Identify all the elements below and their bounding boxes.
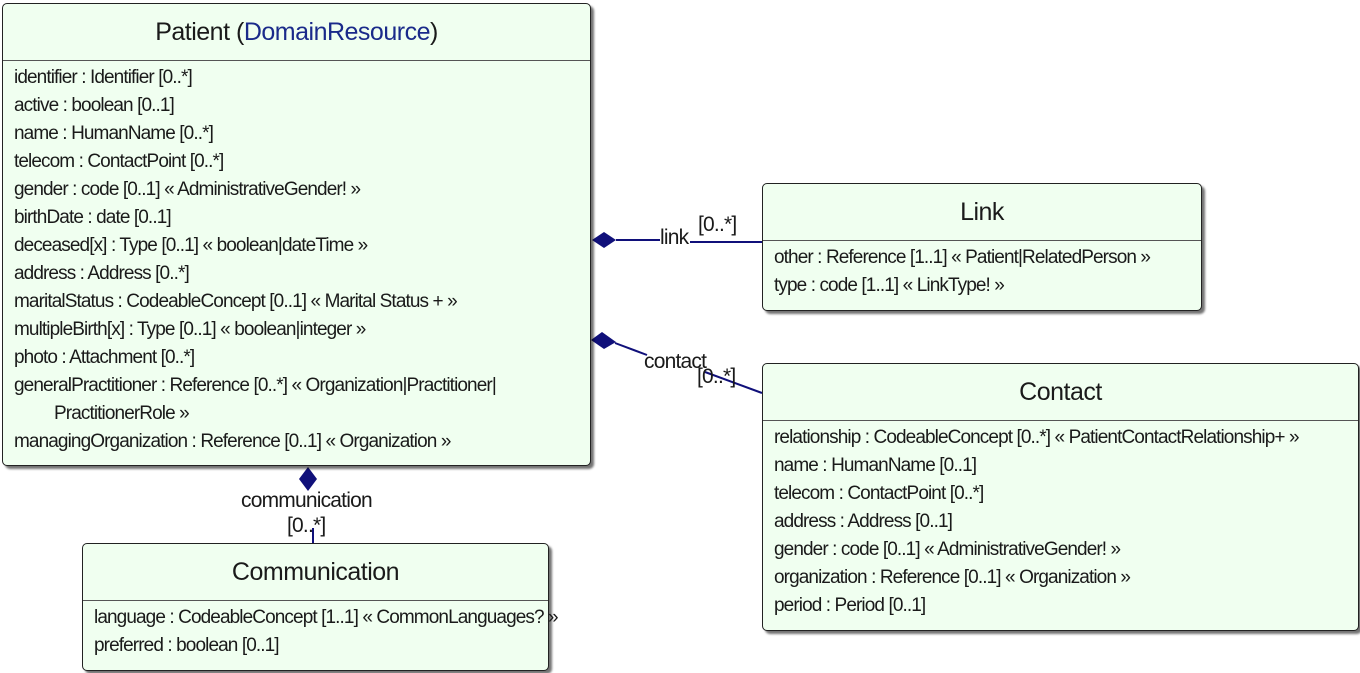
communication-class: Communication language : CodeableConcept… xyxy=(82,543,559,671)
attribute: telecom : ContactPoint [0..*] xyxy=(774,483,984,504)
communication-cardinality-label: [0..*] xyxy=(287,514,326,537)
attribute: multipleBirth[x] : Type [0..1] « boolean… xyxy=(14,319,366,340)
contact-composition-diamond xyxy=(591,332,616,349)
patient-class-header: Patient (DomainResource) xyxy=(3,4,590,61)
contact-class-name: Contact xyxy=(1019,378,1102,406)
communication-attribute-list: language : CodeableConcept [1..1] « Comm… xyxy=(83,601,559,660)
attribute: active : boolean [0..1] xyxy=(14,95,175,116)
attribute-continuation: PractitionerRole » xyxy=(54,403,190,424)
attribute: name : HumanName [0..1] xyxy=(774,455,977,476)
attribute: gender : code [0..1] « AdministrativeGen… xyxy=(14,179,361,200)
attribute: address : Address [0..*] xyxy=(14,263,190,284)
attribute: generalPractitioner : Reference [0..*] «… xyxy=(14,375,497,396)
link-composition-diamond xyxy=(592,232,616,248)
communication-class-name: Communication xyxy=(231,558,400,586)
attribute: type : code [1..1] « LinkType! » xyxy=(774,275,1005,296)
attribute: deceased[x] : Type [0..1] « boolean|date… xyxy=(14,235,368,256)
attribute: name : HumanName [0..*] xyxy=(14,123,214,144)
communication-class-header: Communication xyxy=(83,544,548,601)
parent-type-link[interactable]: DomainResource xyxy=(243,18,431,46)
attribute: relationship : CodeableConcept [0..*] « … xyxy=(774,427,1300,448)
link-cardinality-label: [0..*] xyxy=(698,213,737,236)
contact-class-header: Contact xyxy=(763,364,1358,421)
link-class-name: Link xyxy=(960,198,1004,226)
communication-role-label: communication xyxy=(241,489,373,512)
contact-attribute-list: relationship : CodeableConcept [0..*] « … xyxy=(763,421,1358,620)
patient-class: Patient (DomainResource) identifier : Id… xyxy=(2,3,591,466)
attribute: maritalStatus : CodeableConcept [0..1] «… xyxy=(14,291,458,312)
link-role-label: link xyxy=(660,226,689,249)
contact-association-line xyxy=(614,342,648,356)
attribute: telecom : ContactPoint [0..*] xyxy=(14,151,224,172)
link-class: Link other : Reference [1..1] « Patient|… xyxy=(762,183,1202,311)
attribute: period : Period [0..1] xyxy=(774,595,926,616)
attribute: organization : Reference [0..1] « Organi… xyxy=(774,567,1131,588)
attribute: address : Address [0..1] xyxy=(774,511,953,532)
attribute: birthDate : date [0..1] xyxy=(14,207,172,228)
attribute: gender : code [0..1] « AdministrativeGen… xyxy=(774,539,1121,560)
paren-open: ( xyxy=(229,18,244,46)
link-attribute-list: other : Reference [1..1] « Patient|Relat… xyxy=(763,241,1201,300)
paren-close: ) xyxy=(429,18,438,46)
attribute: preferred : boolean [0..1] xyxy=(94,635,280,656)
attribute: photo : Attachment [0..*] xyxy=(14,347,195,368)
attribute: identifier : Identifier [0..*] xyxy=(14,67,193,88)
attribute: language : CodeableConcept [1..1] « Comm… xyxy=(94,607,559,628)
contact-class: Contact relationship : CodeableConcept [… xyxy=(762,363,1359,631)
contact-cardinality-label: [0..*] xyxy=(697,365,736,388)
attribute: other : Reference [1..1] « Patient|Relat… xyxy=(774,247,1151,268)
attribute: managingOrganization : Reference [0..1] … xyxy=(14,431,451,452)
communication-composition-diamond xyxy=(299,467,317,491)
contact-role-label: contact xyxy=(644,350,707,373)
link-class-header: Link xyxy=(763,184,1201,241)
patient-attribute-list: identifier : Identifier [0..*] active : … xyxy=(3,61,590,456)
patient-class-name: Patient xyxy=(155,18,230,46)
